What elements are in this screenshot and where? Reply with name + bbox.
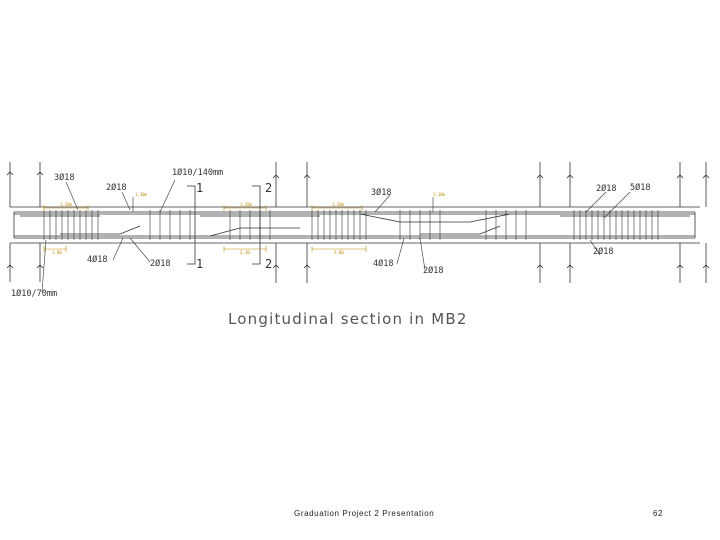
section-mark-2-bottom: 2 bbox=[265, 257, 272, 271]
label-stirrups-70: 1Ø10/70mm bbox=[11, 288, 57, 299]
label-3phi18-mid: 3Ø18 bbox=[371, 187, 391, 198]
dim-text-1: 1.20m bbox=[60, 202, 73, 207]
dim-text-6: 1.00 bbox=[52, 250, 62, 255]
label-2phi18-bottom-a: 2Ø18 bbox=[150, 258, 170, 269]
label-5phi18-right: 5Ø18 bbox=[630, 182, 650, 193]
dimension-lines bbox=[43, 205, 367, 252]
section-cut-1 bbox=[187, 185, 196, 265]
beam-geometry bbox=[6, 162, 710, 293]
column-3 bbox=[536, 162, 574, 283]
extra-top-bars bbox=[20, 213, 690, 223]
stirrups bbox=[43, 210, 659, 240]
section-mark-1-bottom: 1 bbox=[196, 257, 203, 271]
dim-text-3: 1.20m bbox=[240, 202, 253, 207]
left-column bbox=[6, 162, 44, 282]
dim-ticks bbox=[132, 197, 434, 212]
column-2 bbox=[272, 162, 311, 283]
section-mark-2-top: 2 bbox=[265, 181, 272, 195]
right-column bbox=[676, 162, 710, 283]
label-2phi18-right-bottom: 2Ø18 bbox=[593, 246, 613, 257]
section-cut-2 bbox=[252, 185, 261, 265]
leader-lines bbox=[41, 179, 631, 293]
dim-text-4: 1.20m bbox=[332, 202, 345, 207]
label-4phi18-bottom-b: 4Ø18 bbox=[373, 258, 393, 269]
footer-title: Graduation Project 2 Presentation bbox=[294, 509, 435, 518]
label-3phi18-top-left: 3Ø18 bbox=[54, 172, 74, 183]
label-2phi18-right-top: 2Ø18 bbox=[596, 183, 616, 194]
drawing-caption: Longitudinal section in MB2 bbox=[228, 310, 468, 328]
dim-text-5: 1.10m bbox=[433, 192, 446, 197]
section-mark-1-top: 1 bbox=[196, 181, 203, 195]
label-2phi18-bottom-b: 2Ø18 bbox=[423, 265, 443, 276]
dim-text-7: 2.10 bbox=[240, 250, 250, 255]
bent-bars bbox=[60, 225, 501, 237]
dim-text-2: 1.10m bbox=[135, 192, 148, 197]
label-4phi18-bottom-a: 4Ø18 bbox=[87, 254, 107, 265]
main-bars bbox=[13, 211, 696, 239]
page-number: 62 bbox=[653, 509, 664, 518]
label-2phi18-top: 2Ø18 bbox=[106, 182, 126, 193]
dim-text-8: 2.00 bbox=[334, 250, 344, 255]
label-stirrups-140: 1Ø10/140mm bbox=[172, 167, 223, 178]
